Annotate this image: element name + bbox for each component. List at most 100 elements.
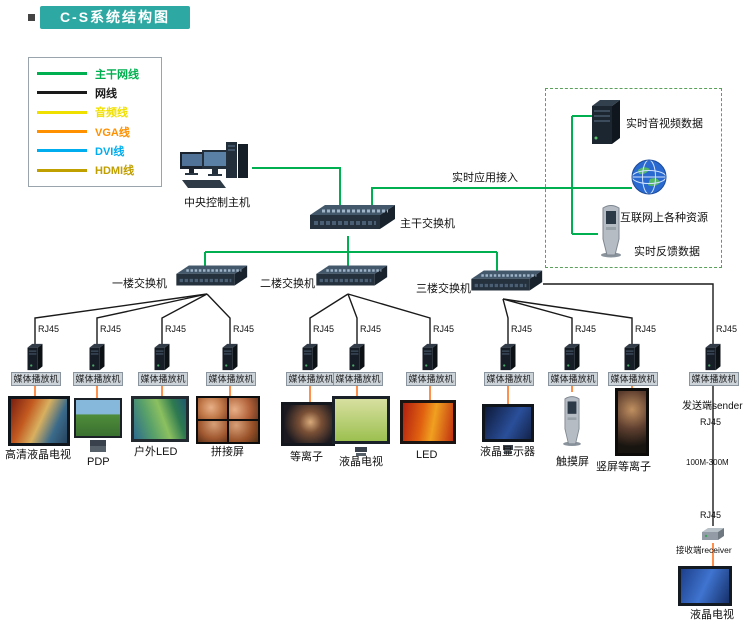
floor2-switch-label: 二楼交换机: [260, 278, 315, 290]
display-pdp: [74, 398, 122, 446]
ethernet-lines: [34, 283, 714, 526]
media-player-label: 媒体播放机: [548, 372, 598, 386]
legend-label: VGA线: [95, 126, 130, 139]
media-player-label: 媒体播放机: [333, 372, 383, 386]
display-outdoor-led: [131, 396, 189, 442]
media-player-icon: [702, 342, 724, 377]
floor2-switch-icon: [308, 263, 388, 298]
media-player-label: 媒体播放机: [206, 372, 256, 386]
media-player-icon: [151, 342, 173, 377]
splice-panel: [229, 398, 258, 419]
display-lcd-monitor: [482, 404, 534, 450]
media-player-label: 媒体播放机: [406, 372, 456, 386]
floor3-switch-icon: [463, 268, 543, 303]
media-server-icon: [586, 96, 624, 153]
media-player-icon: [497, 342, 519, 377]
rj45-label: RJ45: [716, 324, 738, 334]
display-splicing-screen: [196, 396, 260, 444]
vga-line-swatch: [37, 130, 87, 134]
central-host-label: 中央控制主机: [184, 197, 250, 209]
display-vertical-plasma: [615, 388, 649, 456]
floor1-switch-icon: [168, 263, 248, 298]
display-label: 竖屏等离子: [596, 461, 651, 473]
rj45-label: RJ45: [575, 324, 597, 334]
receiver-label: 接收端receiver: [676, 545, 732, 555]
legend-item-audio: 音频线: [37, 104, 153, 120]
media-player-icon: [346, 342, 368, 377]
media-player-icon: [621, 342, 643, 377]
hdmi-line-swatch: [37, 168, 87, 172]
receiver-tv-label: 液晶电视: [690, 609, 734, 621]
legend-item-ethernet: 网线: [37, 85, 153, 101]
media-player-icon: [86, 342, 108, 377]
rj45-label: RJ45: [38, 324, 60, 334]
legend-label: 网线: [95, 87, 117, 100]
media-player-icon: [24, 342, 46, 377]
media-player-label: 媒体播放机: [286, 372, 336, 386]
rj45-label: RJ45: [233, 324, 255, 334]
internet-globe-icon: [630, 158, 668, 201]
central-host-icon: [180, 142, 254, 199]
rj45-label: RJ45: [165, 324, 187, 334]
realtime-av-label: 实时音视频数据: [626, 118, 703, 130]
media-player-label: 媒体播放机: [138, 372, 188, 386]
media-player-icon: [561, 342, 583, 377]
media-player-label: 媒体播放机: [73, 372, 123, 386]
internet-resources-label: 互联网上各种资源: [620, 212, 708, 224]
display-label: 高清液晶电视: [5, 449, 71, 461]
legend-item-dvi: DVI线: [37, 143, 153, 159]
legend-label: DVI线: [95, 145, 125, 158]
rj45-label: RJ45: [635, 324, 657, 334]
display-label: 液晶显示器: [480, 446, 535, 458]
legend-label: 音频线: [95, 107, 128, 120]
display-label: PDP: [87, 456, 110, 468]
rj45-label: RJ45: [700, 510, 722, 520]
floor1-switch-label: 一楼交换机: [112, 278, 167, 290]
media-player-icon: [419, 342, 441, 377]
legend-label: HDMI线: [95, 165, 135, 178]
legend-item-vga: VGA线: [37, 124, 153, 140]
rj45-label: RJ45: [511, 324, 533, 334]
media-player-icon: [219, 342, 241, 377]
rj45-label: RJ45: [360, 324, 382, 334]
title-bullet: [28, 14, 35, 21]
dvi-line-swatch: [37, 149, 87, 153]
display-lcd-tv: [332, 396, 390, 452]
media-player-label: 媒体播放机: [11, 372, 61, 386]
rj45-label: RJ45: [700, 417, 722, 427]
splice-panel: [198, 398, 227, 419]
display-touchscreen-icon: [557, 388, 587, 457]
internet-zone: [545, 88, 722, 268]
media-player-label: 媒体播放机: [608, 372, 658, 386]
distance-label: 100M-300M: [686, 458, 729, 467]
feedback-kiosk-icon: [594, 202, 628, 263]
legend-item-backbone: 主干网线: [37, 66, 153, 82]
splice-panel: [229, 421, 258, 442]
media-player-label: 媒体播放机: [689, 372, 739, 386]
backbone-line-swatch: [37, 72, 87, 76]
page-title: C-S系统结构图: [40, 6, 190, 29]
display-label: 拼接屏: [211, 446, 244, 458]
realtime-feedback-label: 实时反馈数据: [634, 246, 700, 258]
display-label: LED: [416, 449, 438, 461]
main-switch-icon: [300, 203, 396, 242]
legend-label: 主干网线: [95, 68, 139, 81]
display-hd-lcd-tv: [8, 396, 70, 446]
rj45-label: RJ45: [313, 324, 335, 334]
display-label: 触摸屏: [556, 456, 589, 468]
realtime-app-label: 实时应用接入: [452, 172, 518, 184]
media-player-label: 媒体播放机: [484, 372, 534, 386]
display-label: 等离子: [290, 451, 323, 463]
display-receiver-tv: [678, 566, 732, 606]
audio-line-swatch: [37, 110, 87, 114]
ethernet-line-swatch: [37, 91, 87, 95]
rj45-label: RJ45: [433, 324, 455, 334]
splice-panel: [198, 421, 227, 442]
legend-item-hdmi: HDMI线: [37, 162, 153, 178]
receiver-icon: [700, 527, 726, 548]
display-label: 液晶电视: [339, 456, 383, 468]
display-label: 户外LED: [134, 446, 178, 458]
main-switch-label: 主干交换机: [400, 218, 455, 230]
display-plasma: [281, 402, 335, 446]
